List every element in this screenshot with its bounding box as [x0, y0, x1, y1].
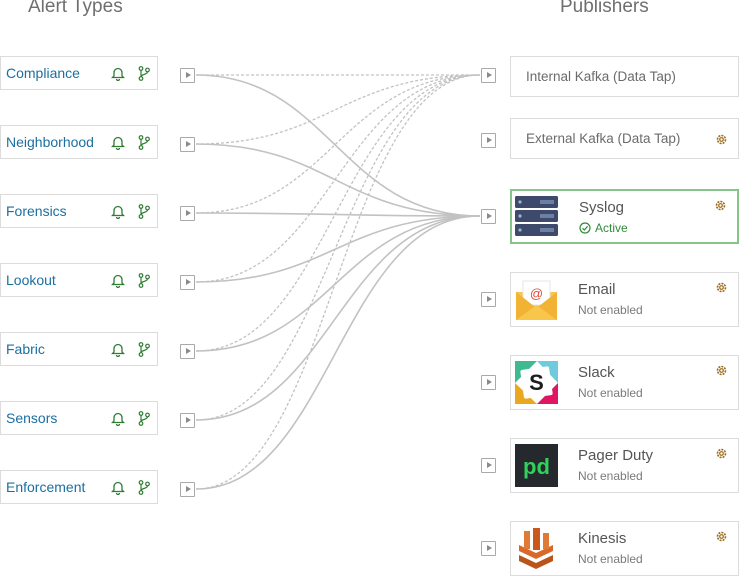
page-title-alert-types: Alert Types [28, 0, 123, 17]
alert-type-name[interactable]: Sensors [6, 410, 58, 426]
wire-compliance-syslog [195, 74, 481, 217]
email-envelope-icon: @ [515, 278, 558, 321]
wire-forensics-internal-kafka [195, 74, 481, 214]
publisher-name: Pager Duty [578, 447, 654, 464]
alert-type-name[interactable]: Lookout [6, 272, 56, 288]
status-text: Not enabled [578, 469, 643, 483]
input-port-kinesis[interactable] [481, 541, 496, 556]
bell-icon[interactable] [111, 273, 125, 288]
kinesis-logo-icon [515, 527, 558, 570]
gear-icon[interactable] [715, 281, 728, 294]
svg-text:S: S [529, 370, 544, 395]
publisher-card-email[interactable]: @ Email Not enabled [510, 272, 739, 327]
branch-icon[interactable] [138, 135, 150, 150]
wire-fabric-internal-kafka [195, 74, 481, 352]
input-port-slack[interactable] [481, 375, 496, 390]
status-text: Active [595, 221, 628, 235]
bell-icon[interactable] [111, 135, 125, 150]
gear-icon[interactable] [715, 133, 728, 146]
bell-icon[interactable] [111, 411, 125, 426]
branch-icon[interactable] [138, 480, 150, 495]
status-text: Not enabled [578, 386, 643, 400]
wire-enforcement-internal-kafka [195, 74, 481, 490]
wire-neighborhood-internal-kafka [195, 74, 481, 145]
input-port-email[interactable] [481, 292, 496, 307]
alert-card-forensics[interactable]: Forensics [0, 194, 158, 228]
publisher-name: External Kafka (Data Tap) [526, 131, 681, 146]
svg-text:pd: pd [523, 454, 550, 479]
alert-card-lookout[interactable]: Lookout [0, 263, 158, 297]
status-text: Not enabled [578, 303, 643, 317]
server-rack-icon [515, 194, 558, 237]
page-title-publishers: Publishers [560, 0, 649, 17]
output-port-forensics[interactable] [180, 206, 195, 221]
branch-icon[interactable] [138, 273, 150, 288]
publisher-card-syslog[interactable]: Syslog Active [510, 189, 739, 244]
check-circle-icon [579, 222, 591, 234]
output-port-fabric[interactable] [180, 344, 195, 359]
status-text: Not enabled [578, 552, 643, 566]
slack-logo-icon: S [515, 361, 558, 404]
wire-sensors-syslog [195, 215, 481, 421]
publisher-card-kinesis[interactable]: Kinesis Not enabled [510, 521, 739, 576]
branch-icon[interactable] [138, 66, 150, 81]
alert-type-name[interactable]: Forensics [6, 203, 67, 219]
wire-sensors-internal-kafka [195, 74, 481, 421]
output-port-neighborhood[interactable] [180, 137, 195, 152]
gear-icon[interactable] [715, 364, 728, 377]
publisher-card-internal-kafka[interactable]: Internal Kafka (Data Tap) [510, 56, 739, 97]
alert-type-name[interactable]: Fabric [6, 341, 45, 357]
publisher-name: Internal Kafka (Data Tap) [526, 69, 676, 84]
output-port-sensors[interactable] [180, 413, 195, 428]
wire-forensics-syslog [195, 212, 481, 217]
bell-icon[interactable] [111, 66, 125, 81]
input-port-internal-kafka[interactable] [481, 68, 496, 83]
publisher-name: Slack [578, 364, 615, 381]
alert-card-enforcement[interactable]: Enforcement [0, 470, 158, 504]
input-port-external-kafka[interactable] [481, 133, 496, 148]
publisher-name: Syslog [579, 199, 625, 216]
output-port-enforcement[interactable] [180, 482, 195, 497]
bell-icon[interactable] [111, 342, 125, 357]
alert-type-name[interactable]: Neighborhood [6, 134, 94, 150]
branch-icon[interactable] [138, 204, 150, 219]
alert-card-compliance[interactable]: Compliance [0, 56, 158, 90]
alert-card-fabric[interactable]: Fabric [0, 332, 158, 366]
alert-type-name[interactable]: Compliance [6, 65, 80, 81]
input-port-syslog[interactable] [481, 209, 496, 224]
bell-icon[interactable] [111, 480, 125, 495]
status-badge: Active [579, 221, 628, 235]
wire-neighborhood-syslog [195, 143, 481, 217]
wire-fabric-syslog [195, 215, 481, 352]
output-port-lookout[interactable] [180, 275, 195, 290]
gear-icon[interactable] [714, 199, 727, 212]
alert-card-neighborhood[interactable]: Neighborhood [0, 125, 158, 159]
bell-icon[interactable] [111, 204, 125, 219]
alert-type-name[interactable]: Enforcement [6, 479, 86, 495]
publisher-card-external-kafka[interactable]: External Kafka (Data Tap) [510, 118, 739, 159]
gear-icon[interactable] [715, 447, 728, 460]
svg-text:@: @ [530, 286, 543, 301]
gear-icon[interactable] [715, 530, 728, 543]
branch-icon[interactable] [138, 411, 150, 426]
branch-icon[interactable] [138, 342, 150, 357]
publisher-card-slack[interactable]: S Slack Not enabled [510, 355, 739, 410]
publisher-name: Email [578, 281, 616, 298]
pagerduty-logo-icon: pd [515, 444, 558, 487]
alert-card-sensors[interactable]: Sensors [0, 401, 158, 435]
wire-enforcement-syslog [195, 215, 481, 490]
output-port-compliance[interactable] [180, 68, 195, 83]
input-port-pager-duty[interactable] [481, 458, 496, 473]
wire-lookout-internal-kafka [195, 74, 481, 283]
publisher-card-pager-duty[interactable]: pd Pager Duty Not enabled [510, 438, 739, 493]
publisher-name: Kinesis [578, 530, 627, 547]
